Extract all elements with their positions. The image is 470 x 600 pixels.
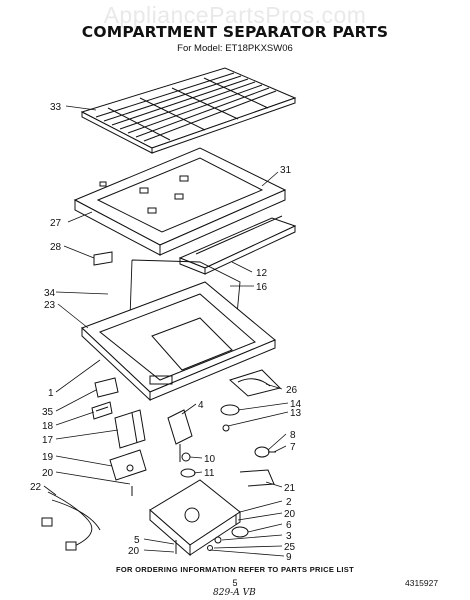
part-label-26: 26 — [286, 385, 298, 396]
part-label-9: 9 — [286, 552, 292, 563]
part-label-23: 23 — [44, 300, 56, 311]
part-label-20a: 20 — [42, 468, 54, 479]
part-label-1: 1 — [48, 388, 54, 399]
part-label-16: 16 — [256, 282, 268, 293]
thermostat-part — [167, 409, 193, 462]
part-label-10: 10 — [204, 454, 216, 465]
wire-bracket-part — [239, 469, 275, 487]
model-subtitle: For Model: ET18PKXSW06 — [177, 43, 293, 54]
side-rail-part — [178, 215, 297, 275]
part-label-11: 11 — [204, 468, 215, 479]
part-label-6: 6 — [286, 520, 292, 531]
part-label-18: 18 — [42, 421, 54, 432]
wire-harness-part — [41, 491, 101, 551]
part-label-19: 19 — [42, 452, 54, 463]
cover-frame-part — [73, 147, 287, 256]
part-label-17: 17 — [42, 435, 54, 446]
part-label-20c: 20 — [128, 546, 140, 557]
light-socket-part — [220, 404, 240, 432]
handwritten-note: 829-A VB — [213, 588, 256, 598]
page-number: 5 — [232, 578, 238, 588]
part-label-8: 8 — [290, 430, 296, 441]
part-label-35: 35 — [42, 407, 54, 418]
screw-part — [131, 486, 237, 554]
bulb-part — [254, 446, 276, 458]
part-label-7: 7 — [290, 442, 296, 453]
insulation-pad-part — [229, 369, 281, 397]
bracket-part — [94, 377, 119, 398]
part-label-14: 14 — [290, 399, 302, 410]
part-label-33: 33 — [50, 102, 62, 113]
page-title: COMPARTMENT SEPARATOR PARTS — [81, 23, 389, 41]
part-label-31: 31 — [280, 165, 292, 176]
part-label-5: 5 — [134, 535, 140, 546]
fan-motor-part — [207, 526, 249, 551]
part-label-2: 2 — [286, 497, 292, 508]
watermark: AppliancePartsPros.com — [103, 2, 367, 28]
part-label-21: 21 — [284, 483, 296, 494]
document-number: 4315927 — [405, 578, 439, 588]
ordering-note: FOR ORDERING INFORMATION REFER TO PARTS … — [116, 565, 354, 574]
grille-part — [80, 67, 297, 154]
damper-control-part — [109, 449, 147, 481]
part-label-25: 25 — [284, 542, 296, 553]
part-label-4: 4 — [198, 400, 204, 411]
part-label-20b: 20 — [284, 509, 296, 520]
lower-housing-part — [149, 479, 241, 557]
part-label-34: 34 — [44, 288, 56, 299]
clip-part — [91, 401, 113, 420]
spacer-block-part — [93, 251, 113, 266]
part-label-3: 3 — [286, 531, 292, 542]
part-label-28: 28 — [50, 242, 62, 253]
separator-pan-part — [81, 281, 276, 402]
part-label-13: 13 — [290, 408, 302, 419]
part-label-12: 12 — [256, 268, 268, 279]
part-labels: 33 31 27 28 12 16 34 23 1 26 14 35 4 13 … — [30, 102, 302, 563]
leader-lines — [43, 105, 289, 557]
knob-part — [180, 452, 196, 478]
part-label-27: 27 — [50, 218, 62, 229]
part-label-22: 22 — [30, 482, 42, 493]
control-housing-part — [114, 409, 146, 449]
